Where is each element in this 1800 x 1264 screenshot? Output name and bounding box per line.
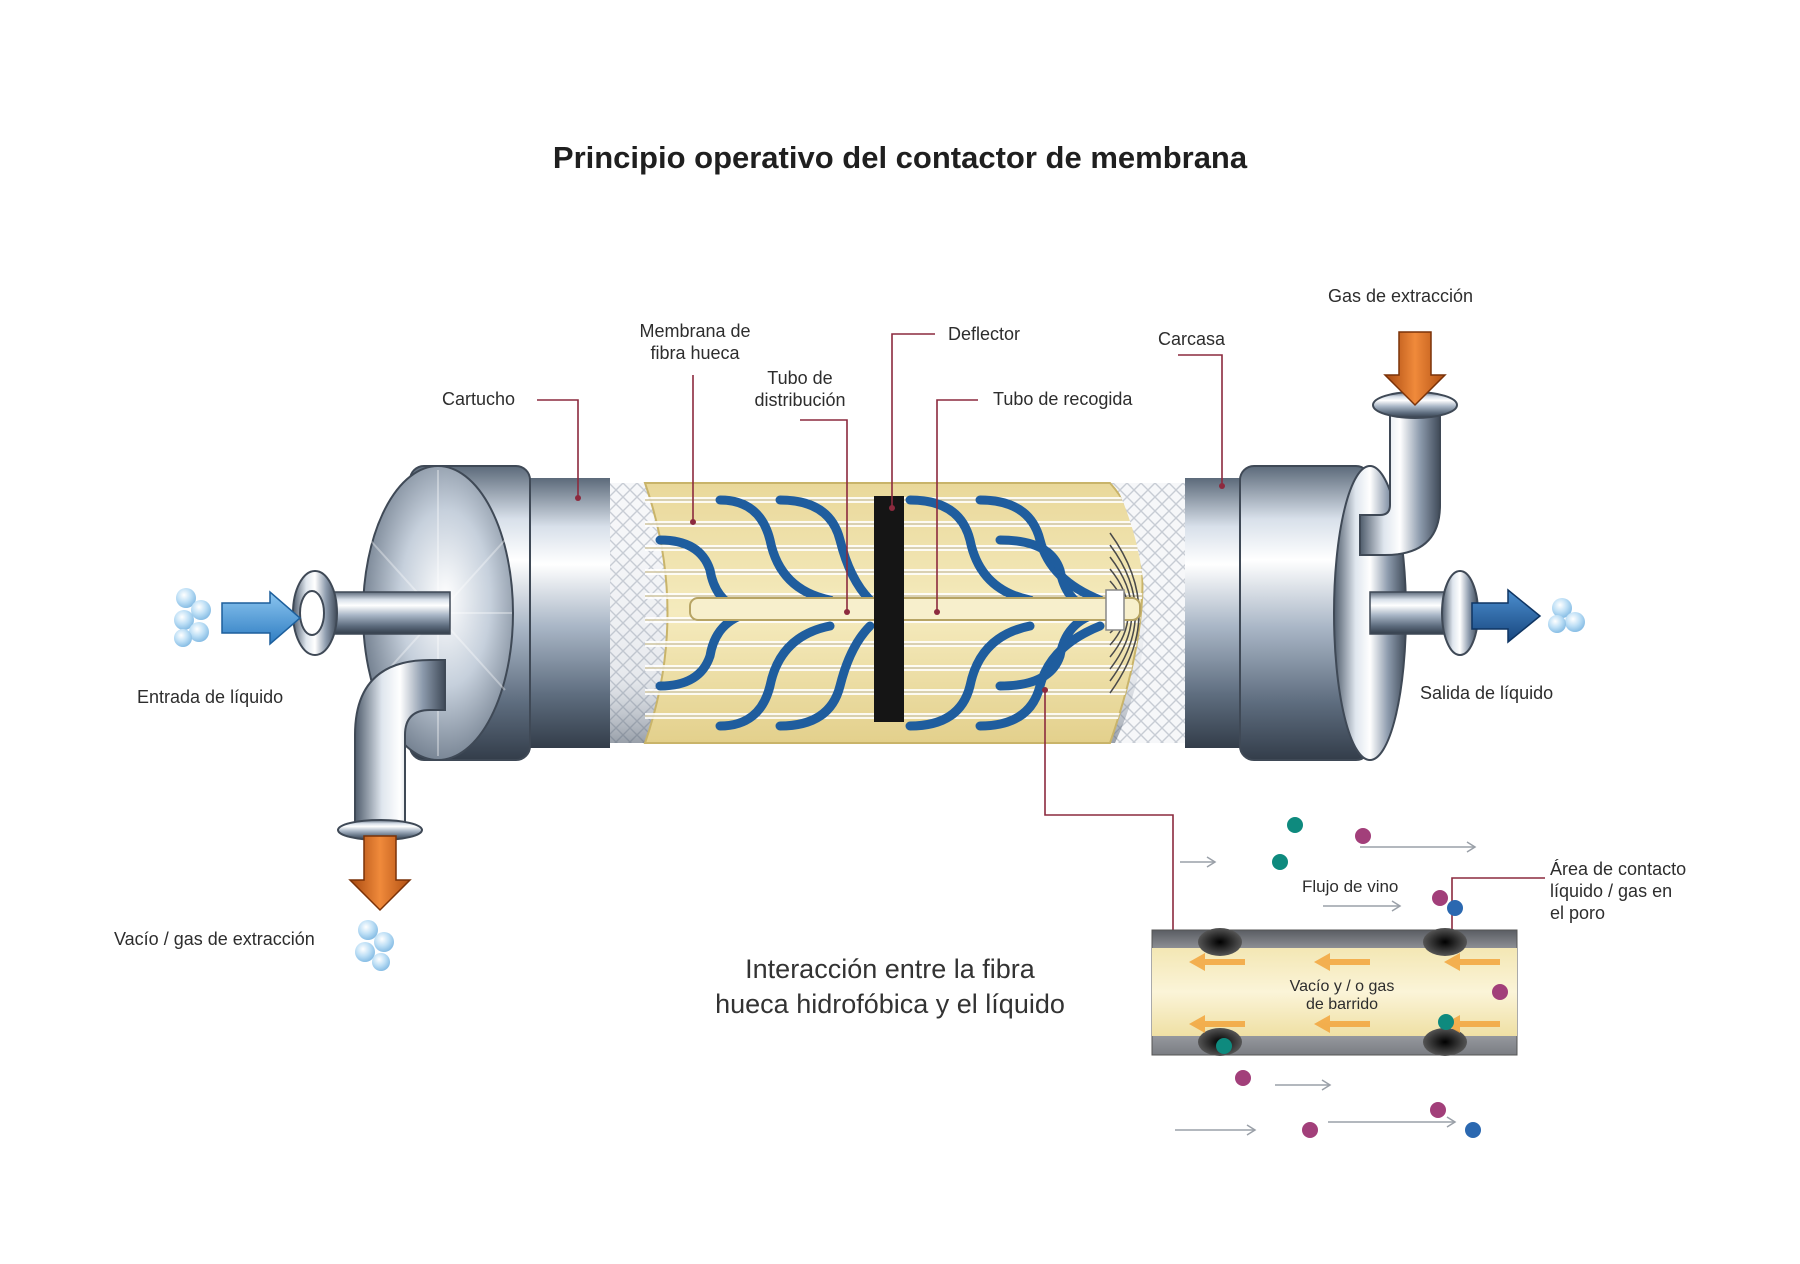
bubbles-outlet [1548, 598, 1585, 633]
vacuum-outlet-elbow [337, 659, 446, 841]
label-shell: Carcasa [1158, 329, 1226, 349]
label-wine-flow: Flujo de vino [1302, 877, 1399, 896]
label-cartridge: Cartucho [442, 389, 516, 409]
outlet-nozzle [1369, 570, 1479, 656]
gas-inlet-arrow [1383, 331, 1447, 407]
detail-subtitle: Interacción entre la fibra hueca hidrofó… [715, 954, 1065, 1019]
shell-right [1115, 465, 1407, 761]
fiber-detail [1151, 928, 1518, 1056]
bubbles-inlet [174, 588, 211, 647]
baffle-plate [874, 496, 904, 722]
label-distribution-tube: Tubo de distribución [754, 368, 846, 410]
leader-lines [537, 333, 1545, 935]
inlet-nozzle [292, 570, 451, 656]
label-collection-tube: Tubo de recogida [993, 389, 1133, 409]
label-liquid-outlet: Salida de líquido [1420, 683, 1554, 703]
label-hollow-fiber: Membrana de fibra hueca [639, 321, 751, 363]
bubbles-vacuum [355, 920, 394, 971]
liquid-outlet-arrow [1471, 588, 1542, 644]
molecules [1216, 817, 1508, 1138]
liquid-inlet-arrow [221, 590, 302, 646]
vacuum-outlet-arrow [348, 835, 412, 912]
label-vacuum-gas: Vacío / gas de extracción [114, 929, 315, 949]
wine-flow-arrows [1175, 841, 1477, 1136]
label-contact-area: Área de contacto líquido / gas en el por… [1550, 859, 1687, 923]
label-liquid-inlet: Entrada de líquido [137, 687, 284, 707]
label-baffle: Deflector [948, 324, 1021, 344]
hollow-fiber-bundle [643, 482, 1144, 744]
label-vacuum-sweep: Vacío y / o gas de barrido [1289, 978, 1395, 1013]
gas-inlet-elbow [1359, 391, 1458, 556]
label-stripping-gas: Gas de extracción [1328, 286, 1474, 306]
page-title: Principio operativo del contactor de mem… [552, 140, 1248, 175]
